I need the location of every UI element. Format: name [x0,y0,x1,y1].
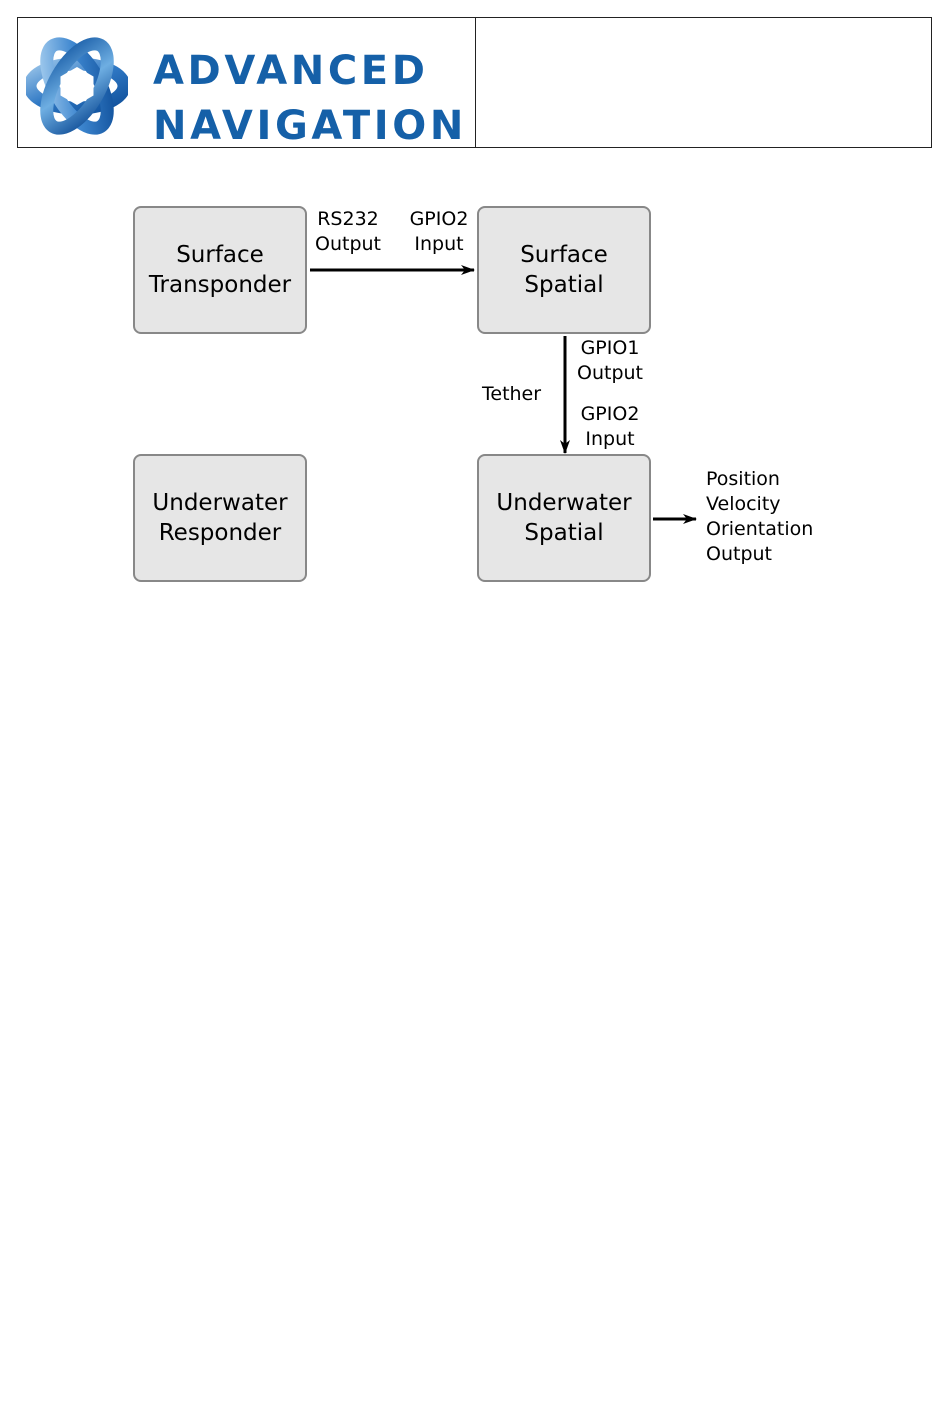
underwater-spatial-box: Underwater Spatial [477,454,651,582]
gpio1-output-label: GPIO1 Output [570,336,650,386]
rs232-output-label: RS232 Output [308,207,388,257]
tether-label: Tether [482,382,541,407]
surface-spatial-line2: Spatial [524,270,603,300]
surface-spatial-line1: Surface [520,240,608,270]
underwater-responder-line1: Underwater [152,488,287,518]
rs232-label-line2: Output [308,232,388,257]
output-output: Output [706,542,813,567]
surface-transponder-box: Surface Transponder [133,206,307,334]
underwater-spatial-line1: Underwater [496,488,631,518]
rs232-label-line1: RS232 [308,207,388,232]
surface-spatial-box: Surface Spatial [477,206,651,334]
gpio1-line1: GPIO1 [570,336,650,361]
gpio1-line2: Output [570,361,650,386]
gpio2-top-line2: Input [400,232,478,257]
output-velocity: Velocity [706,492,813,517]
underwater-spatial-line2: Spatial [524,518,603,548]
surface-transponder-line1: Surface [176,240,264,270]
gpio2-input-bottom-label: GPIO2 Input [570,402,650,452]
tether-text: Tether [482,382,541,407]
gpio2-bottom-line1: GPIO2 [570,402,650,427]
system-diagram: Surface Transponder Surface Spatial Unde… [0,0,950,620]
gpio2-bottom-line2: Input [570,427,650,452]
output-list-label: Position Velocity Orientation Output [706,467,813,567]
output-orientation: Orientation [706,517,813,542]
underwater-responder-box: Underwater Responder [133,454,307,582]
output-position: Position [706,467,813,492]
underwater-responder-line2: Responder [159,518,282,548]
gpio2-top-line1: GPIO2 [400,207,478,232]
surface-transponder-line2: Transponder [149,270,291,300]
gpio2-input-top-label: GPIO2 Input [400,207,478,257]
